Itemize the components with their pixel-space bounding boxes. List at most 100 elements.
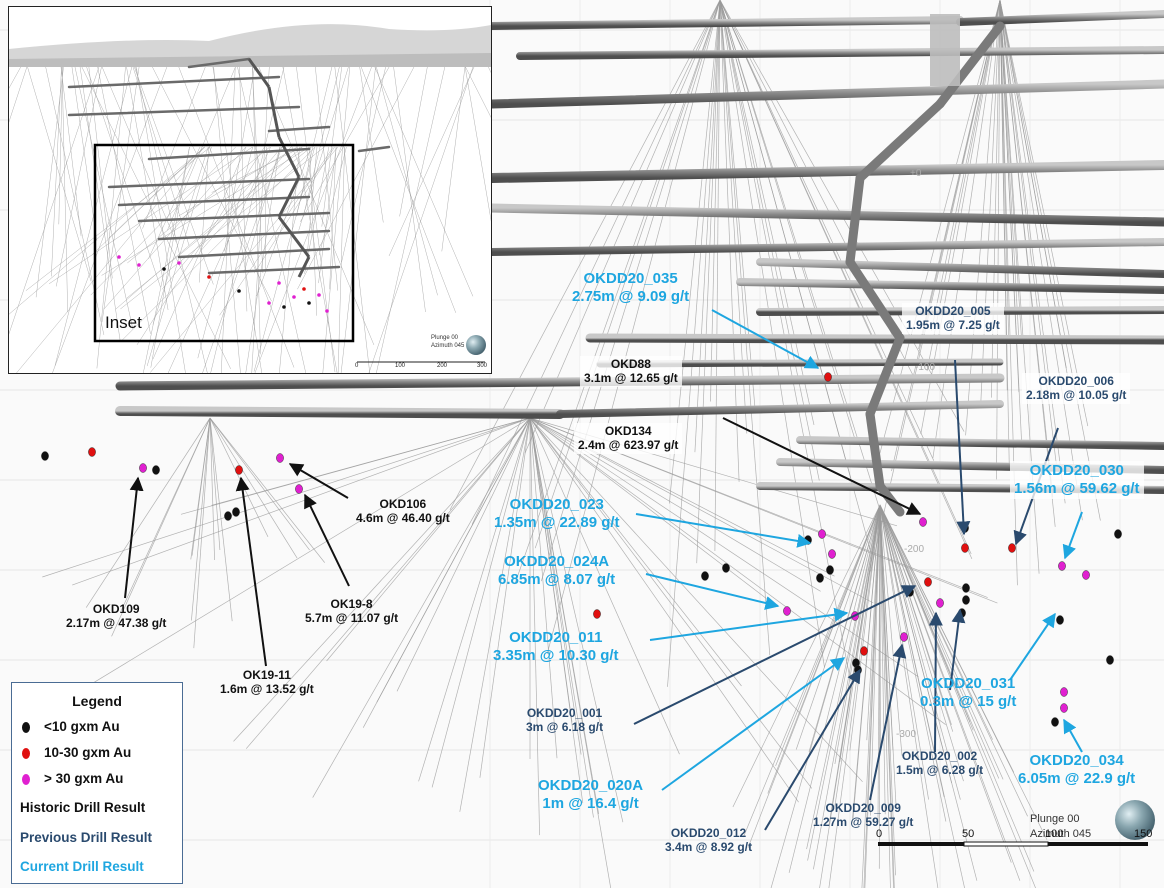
drill-trace xyxy=(529,417,584,804)
inset-intercept-dot xyxy=(267,301,271,305)
label-okd106: OKD106 4.6m @ 46.40 g/t xyxy=(356,497,450,526)
intercept-dot xyxy=(88,447,96,457)
inset-intercept-dot xyxy=(237,289,241,293)
drill-trace xyxy=(879,504,1036,888)
inset-drill-trace xyxy=(136,66,186,373)
inset-level-drive xyxy=(357,145,391,153)
inset-intercept-dot xyxy=(317,293,321,297)
drill-trace xyxy=(879,504,947,822)
hole-id: OKDD20_001 xyxy=(526,706,603,720)
intercept-dot xyxy=(828,549,836,559)
hole-id: OKDD20_012 xyxy=(670,826,747,840)
view-orientation: Plunge 00 Azimuth 045 xyxy=(1030,812,1091,842)
drill-trace xyxy=(879,504,1004,780)
callout-arrow xyxy=(645,573,780,610)
label-okd109: OKD109 2.17m @ 47.38 g/t xyxy=(66,602,166,631)
inset-level-drive xyxy=(137,211,331,223)
inset-intercept-dot xyxy=(302,287,306,291)
intercept: 3.35m @ 10.30 g/t xyxy=(493,647,619,664)
intercept-dot xyxy=(818,529,826,539)
callout-arrow xyxy=(235,476,267,667)
elevation-mark: -200 xyxy=(904,544,924,555)
inset-drill-trace xyxy=(359,66,384,223)
inset-drill-trace xyxy=(51,66,62,277)
intercept: 3.1m @ 12.65 g/t xyxy=(584,371,678,386)
drill-trace xyxy=(471,0,721,525)
hole-id: OKDD20_020A xyxy=(538,777,644,794)
intercept-dot xyxy=(235,465,243,475)
legend-previous: Previous Drill Result xyxy=(20,830,153,845)
hole-id: OKDD20_030 xyxy=(1029,462,1124,479)
drill-trace xyxy=(529,417,582,755)
drill-trace xyxy=(879,504,896,876)
callout-arrows xyxy=(124,309,1083,831)
inset-drill-trace xyxy=(9,66,100,335)
drill-trace xyxy=(999,0,1020,393)
drill-trace xyxy=(806,504,881,850)
inset-drill-trace xyxy=(9,66,21,89)
drill-trace xyxy=(879,504,891,888)
intercept-dot xyxy=(826,565,834,575)
drill-trace xyxy=(667,0,721,687)
intercept-dot xyxy=(1051,717,1059,727)
legend-current: Current Drill Result xyxy=(20,859,144,874)
intercept-dot xyxy=(936,598,944,608)
drill-trace xyxy=(839,504,881,763)
inset-drill-trace xyxy=(253,146,315,372)
hole-id: OKD106 xyxy=(379,497,427,511)
intercept: 6.05m @ 22.9 g/t xyxy=(1018,770,1136,787)
inset-drill-trace xyxy=(150,146,339,373)
drill-trace xyxy=(879,504,961,800)
decline-ramp xyxy=(935,21,1005,109)
legend-grade-label: 10-30 gxm Au xyxy=(44,745,132,760)
scale-tick: 0 xyxy=(876,828,883,840)
scale-tick: 50 xyxy=(962,828,975,840)
callout-arrow xyxy=(869,643,907,801)
inset-drill-trace xyxy=(54,66,133,366)
drill-trace xyxy=(788,504,881,873)
drill-trace xyxy=(866,504,881,741)
level-drive xyxy=(488,238,1164,256)
intercept: 2.75m @ 9.09 g/t xyxy=(572,288,690,305)
drill-trace xyxy=(546,0,721,654)
legend-grade-label: <10 gxm Au xyxy=(44,719,120,734)
hole-id: OKDD20_011 xyxy=(509,629,603,646)
inset-drill-trace xyxy=(318,146,347,256)
inset-ramp xyxy=(247,58,271,88)
callout-arrow xyxy=(1062,511,1083,560)
drill-trace xyxy=(529,417,680,755)
drill-trace xyxy=(209,417,221,551)
inset-drill-trace xyxy=(321,66,342,227)
inset-drill-trace xyxy=(79,66,121,341)
drill-trace xyxy=(529,417,863,783)
inset-drill-trace xyxy=(71,66,98,241)
drill-trace xyxy=(431,417,531,788)
inset-orientation: Plunge 00 Azimuth 045 xyxy=(431,335,464,351)
inset-ramp xyxy=(277,136,301,178)
drill-trace xyxy=(233,417,531,742)
drill-trace xyxy=(849,504,881,751)
drill-trace xyxy=(719,0,820,481)
drill-trace xyxy=(879,504,974,731)
intercept-dot xyxy=(900,632,908,642)
inset-level-drive xyxy=(67,105,301,117)
intercept: 5.7m @ 11.07 g/t xyxy=(305,611,399,626)
inset-drill-trace xyxy=(198,146,210,283)
drill-trace xyxy=(459,417,531,812)
drill-trace xyxy=(999,0,1054,497)
legend-grade-high: > 30 gxm Au xyxy=(22,771,123,786)
intercept-dot xyxy=(961,523,969,533)
drill-trace xyxy=(879,504,945,798)
inset-drill-trace xyxy=(340,66,376,373)
drill-trace xyxy=(719,0,825,668)
label-okd134: OKD134 2.4m @ 623.97 g/t xyxy=(574,423,683,454)
intercept-dot xyxy=(860,646,868,656)
inset-drill-trace xyxy=(254,66,372,373)
intercept-dot xyxy=(824,372,832,382)
inset-ramp xyxy=(277,176,301,218)
drill-trace xyxy=(879,504,886,815)
intercept: 1.5m @ 6.28 g/t xyxy=(896,763,984,778)
callout-arrow xyxy=(633,585,917,725)
